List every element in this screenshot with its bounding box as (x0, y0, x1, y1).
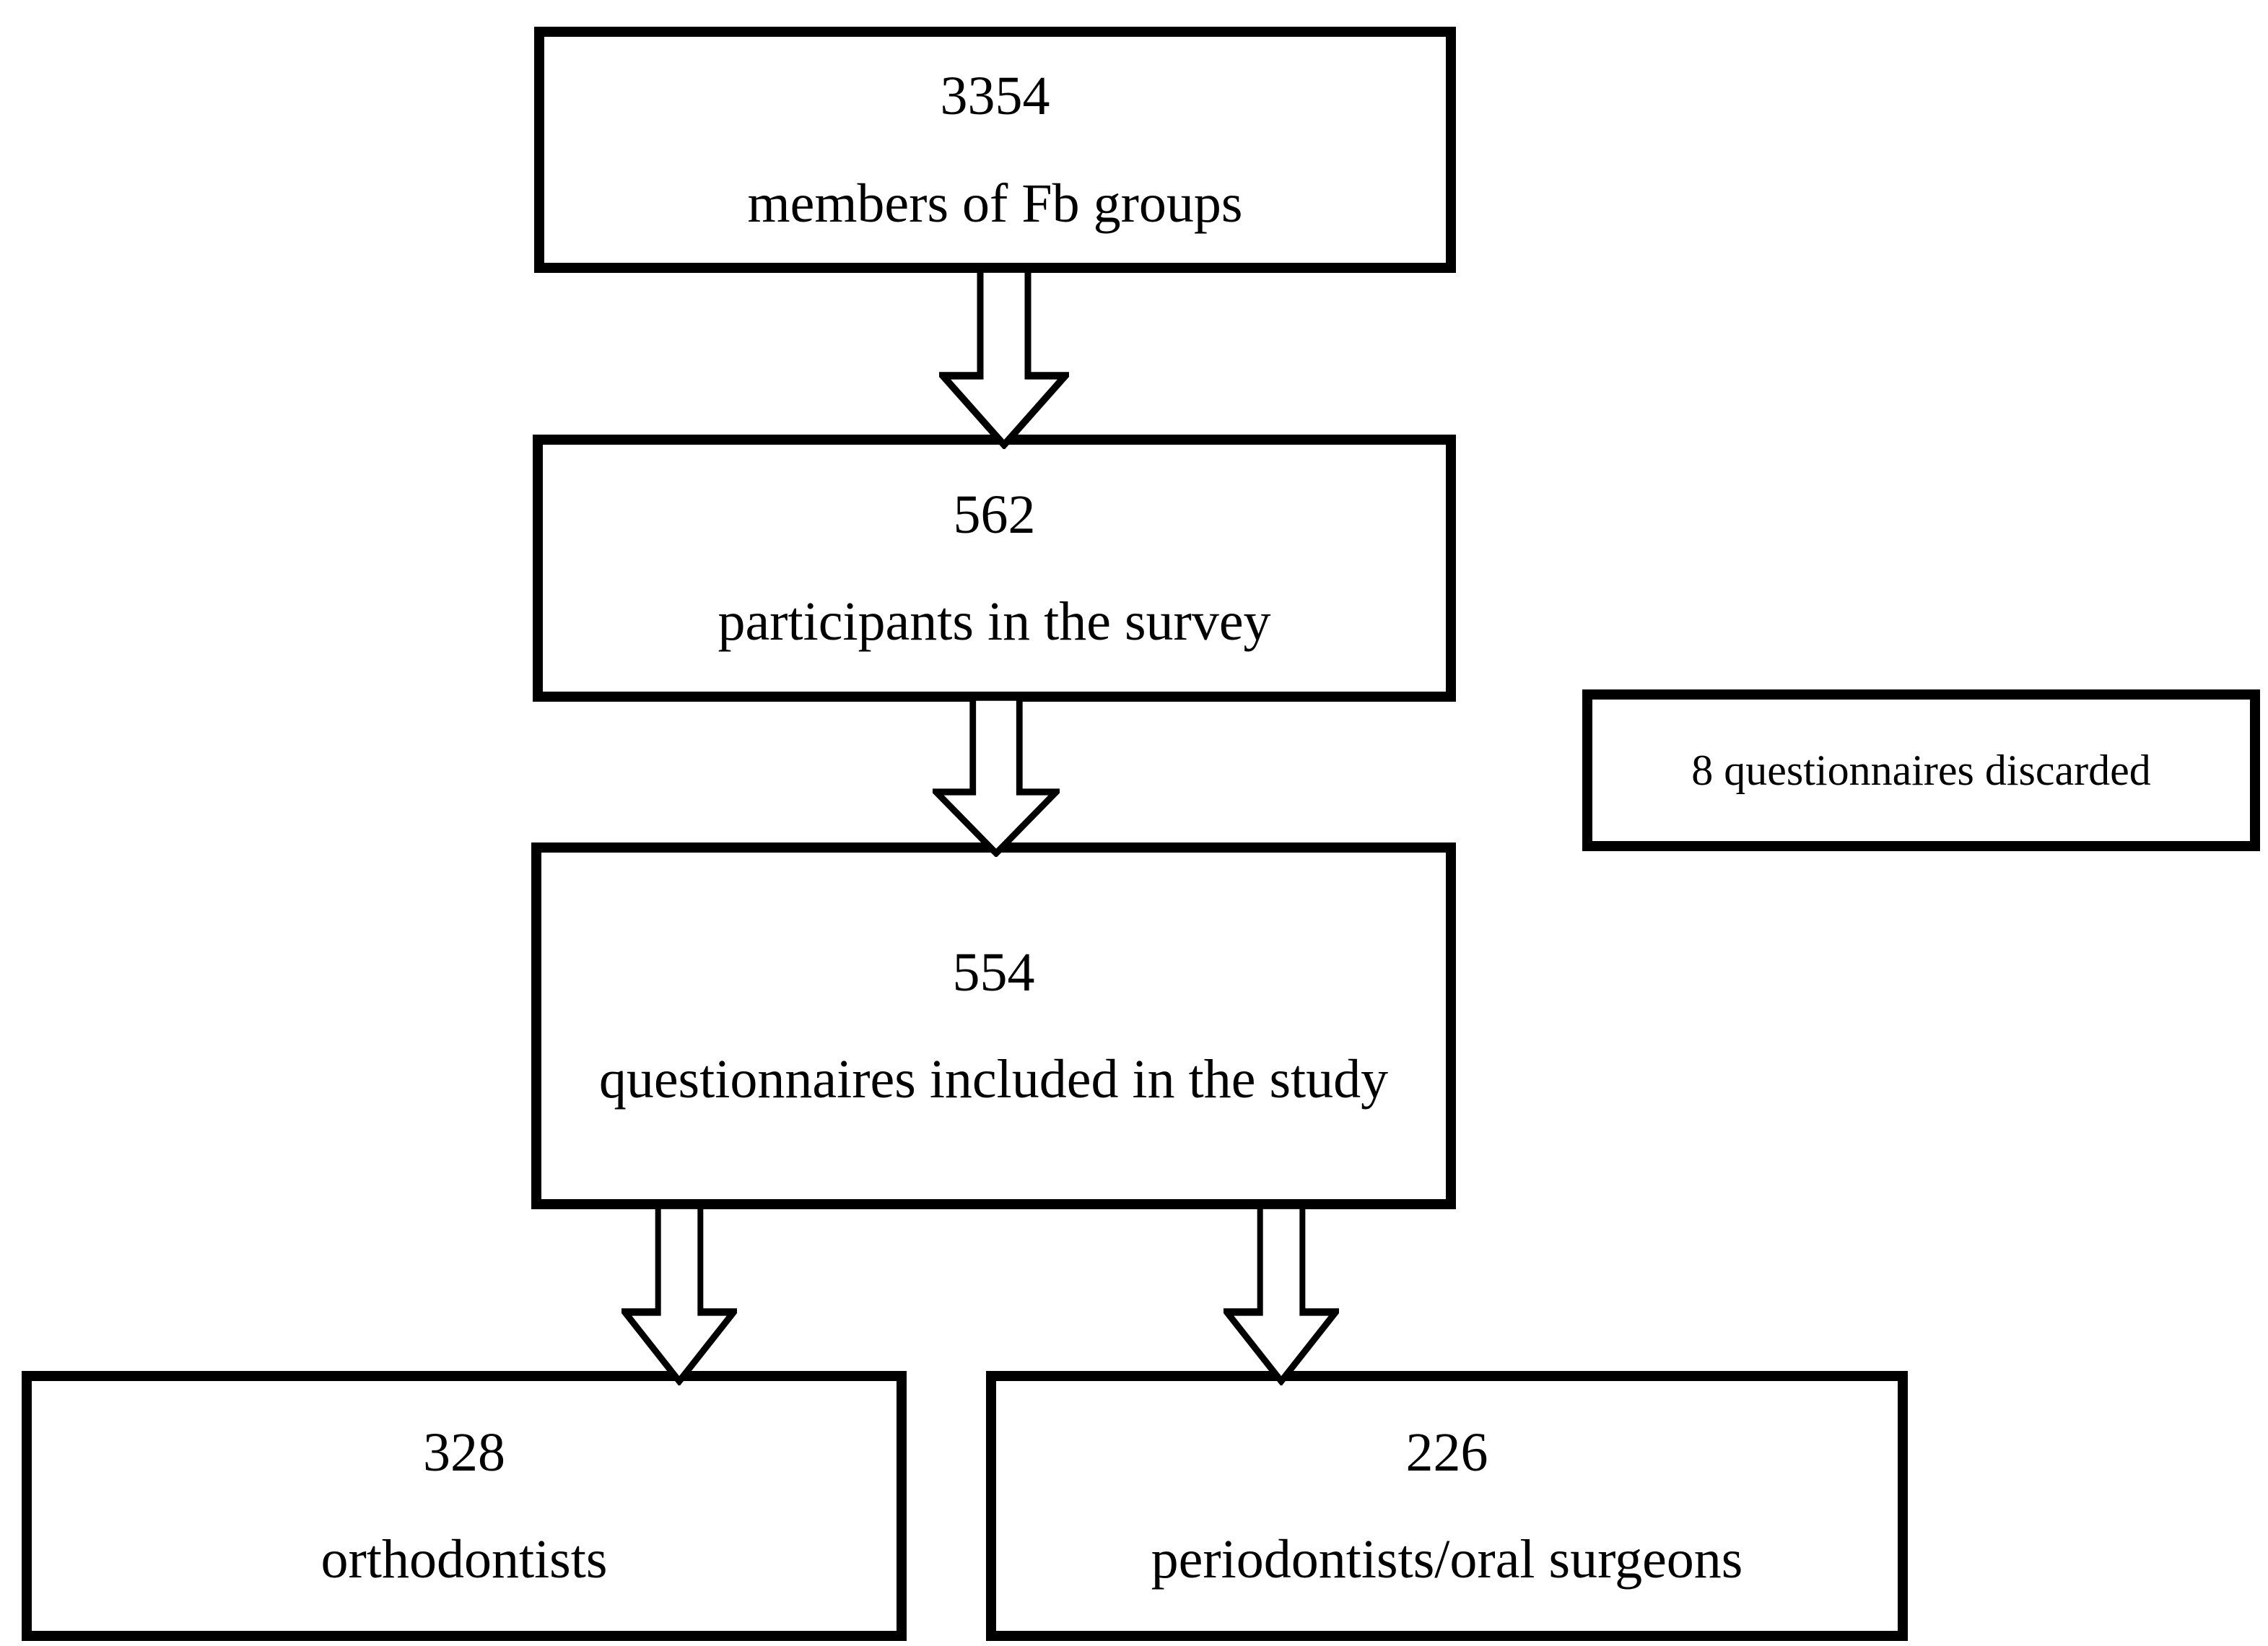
down-arrow-icon (621, 1202, 737, 1385)
questionnaires-included-count: 554 (952, 941, 1035, 1003)
survey-participants-label: participants in the survey (718, 591, 1271, 652)
fb-members-count: 3354 (940, 66, 1050, 127)
note-questionnaires-discarded: 8 questionnaires discarded (1582, 689, 2260, 851)
questionnaires-included-label: questionnaires included in the study (598, 1049, 1389, 1110)
fb-members-label: members of Fb groups (747, 173, 1243, 234)
questionnaires-discarded-label: 8 questionnaires discarded (1691, 746, 2151, 794)
orthodontists-count: 328 (423, 1421, 505, 1483)
down-arrow-icon (933, 694, 1060, 857)
down-arrow-icon (939, 266, 1069, 449)
box-orthodontists: 328 orthodontists (22, 1371, 907, 1641)
periodontists-count: 226 (1405, 1421, 1488, 1483)
box-survey-participants: 562 participants in the survey (533, 435, 1456, 702)
box-questionnaires-included: 554 questionnaires included in the study (531, 842, 1456, 1209)
down-arrow-icon (1224, 1202, 1339, 1385)
box-fb-members: 3354 members of Fb groups (534, 27, 1456, 273)
box-periodontists-oral-surgeons: 226 periodontists/oral surgeons (986, 1371, 1908, 1641)
orthodontists-label: orthodontists (320, 1529, 608, 1590)
survey-participants-count: 562 (953, 484, 1036, 545)
periodontists-label: periodontists/oral surgeons (1151, 1529, 1743, 1590)
